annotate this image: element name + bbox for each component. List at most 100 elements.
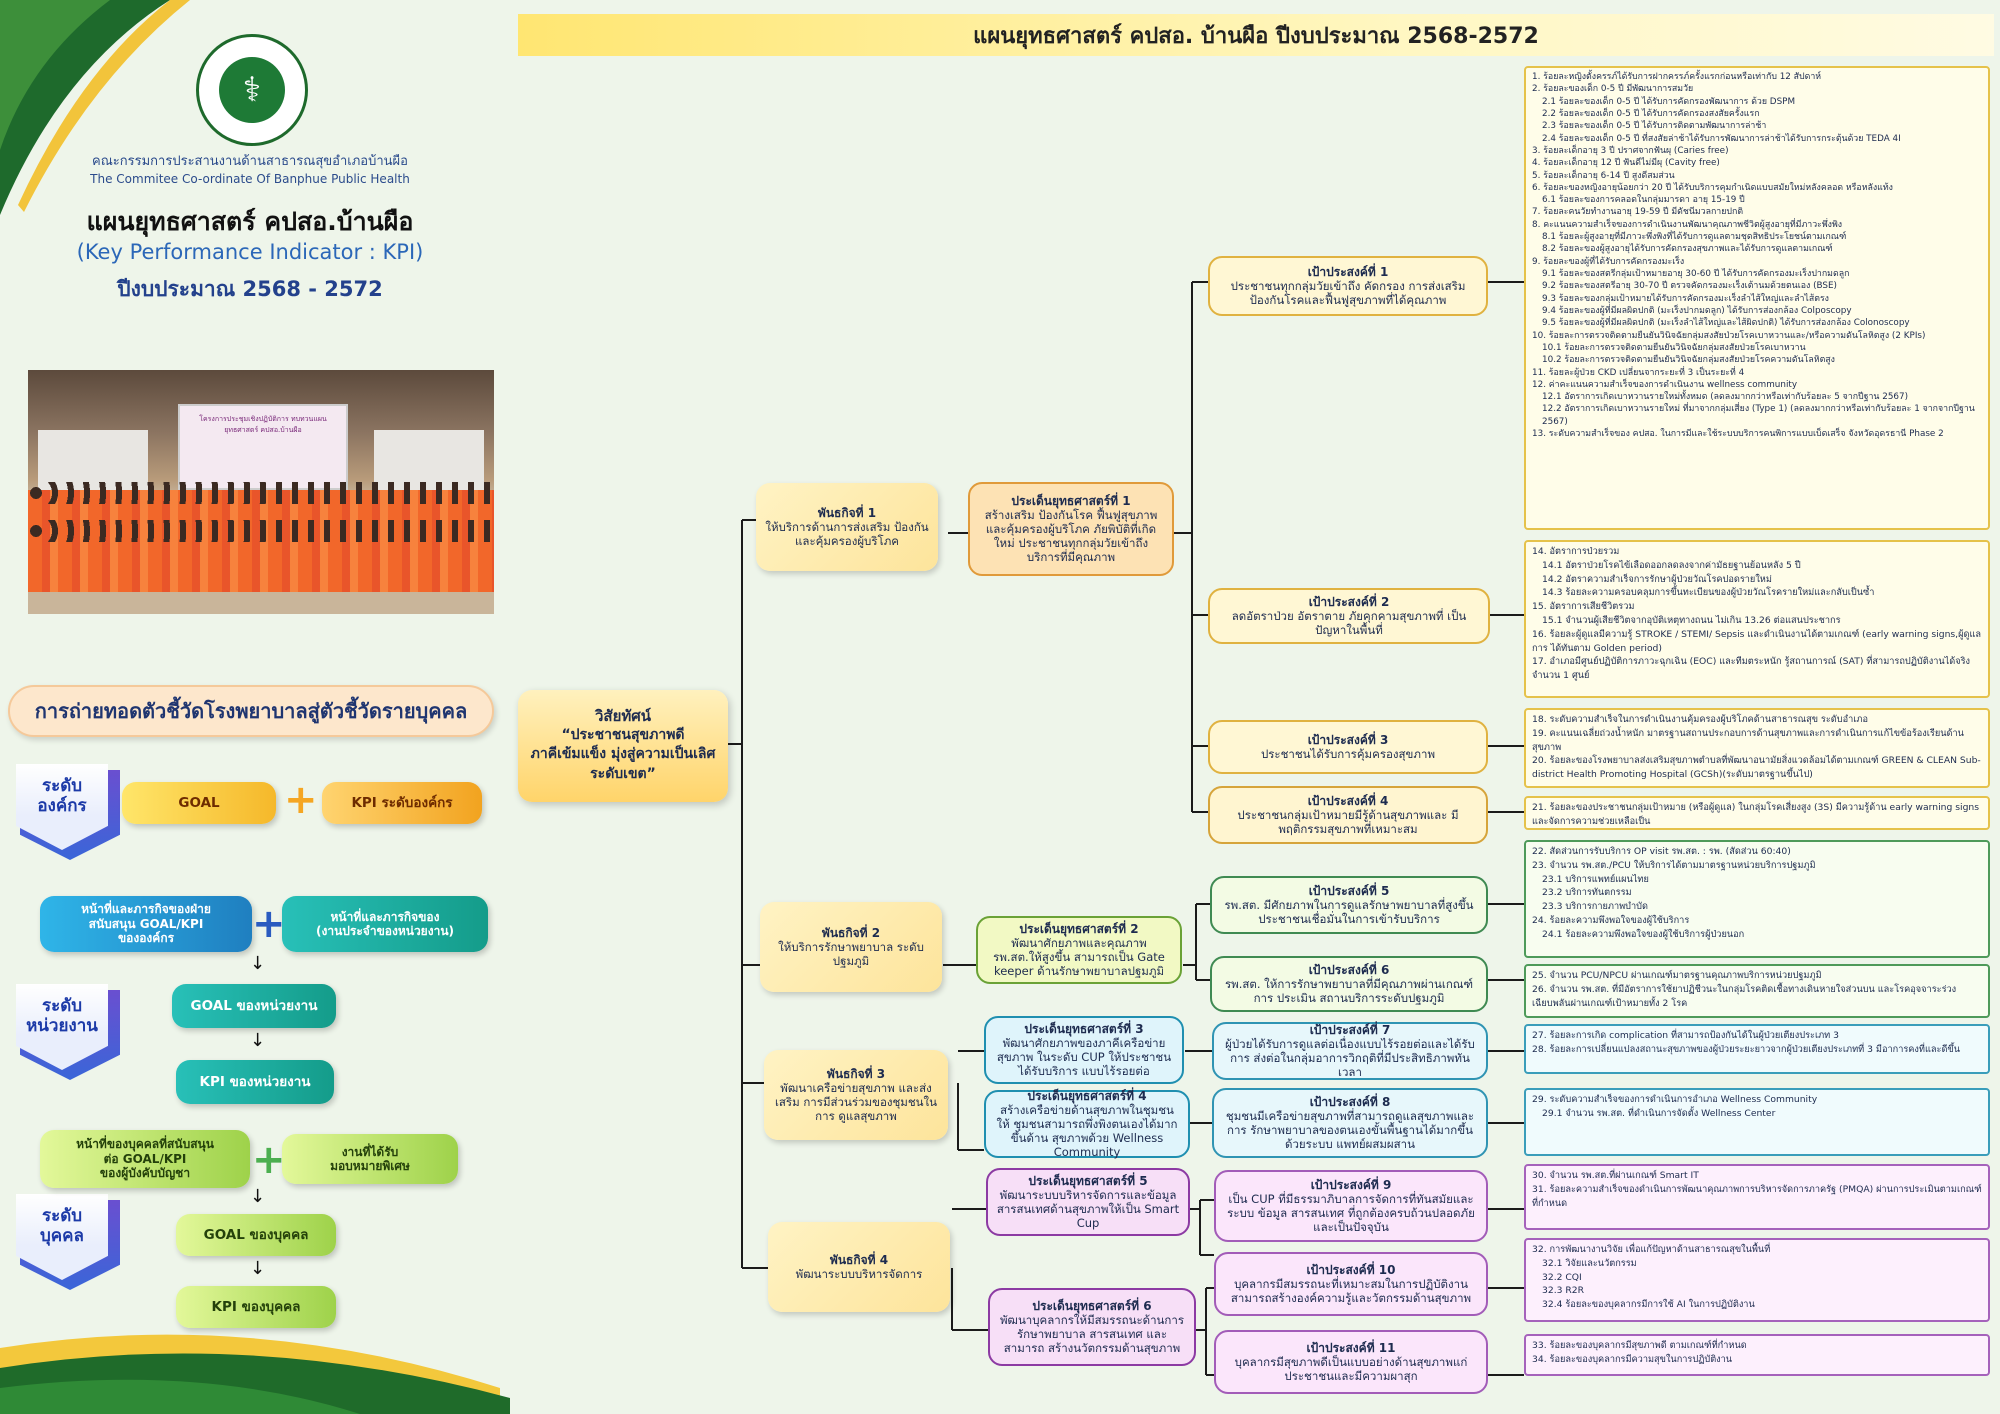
kpi-item: 24. ร้อยละความพึงพอใจของผู้ใช้บริการ [1532,914,1690,926]
kpi-item: 4. ร้อยละเด็กอายุ 12 ปี ฟันดีไม่มีผุ (Ca… [1532,158,1720,169]
kpi-subtitle: (Key Performance Indicator : KPI) [76,240,424,264]
kpi-list-11: 33. ร้อยละของบุคลากรมีสุขภาพดี ตามเกณฑ์ท… [1524,1334,1990,1376]
kpi-item: 2.3 ร้อยละของเด็ก 0-5 ปี ได้รับการติดตาม… [1542,121,1767,132]
kpi-list-6: 25. จำนวน PCU/NPCU ผ่านเกณฑ์มาตรฐานคุณภา… [1524,964,1990,1018]
kpi-item: 32.2 CQI [1542,1271,1582,1283]
person-support-pill: หน้าที่ของบุคคลที่สนับสนุน ต่อ GOAL/KPI … [40,1130,250,1188]
kpi-item: 12. ค่าคะแนนความสำเร็จของการดำเนินงาน we… [1532,379,1798,390]
kpi-item: 29.1 จำนวน รพ.สต. ที่ดำเนินการจัดตั้ง We… [1542,1107,1776,1119]
kpi-item: 9. ร้อยละของผู้ที่ได้รับการคัดกรองมะเร็ง [1532,256,1685,267]
goal-unit-pill: GOAL ของหน่วยงาน [172,984,336,1028]
kpi-item: 15.1 จำนวนผู้เสียชีวิตจากอุบัติเหตุทางถน… [1542,614,1841,626]
kpi-item: 23.2 บริการทันตกรรม [1542,887,1632,899]
kpi-item: 6. ร้อยละของหญิงอายุน้อยกว่า 20 ปี ได้รั… [1532,182,1893,193]
fiscal-years: ปีงบประมาณ 2568 - 2572 [117,277,383,301]
kpi-item: 31. ร้อยละความสำเร็จของดำเนินการพัฒนาคุณ… [1532,1183,1982,1209]
kpi-org-pill: KPI ระดับองค์กร [322,782,482,824]
plus-icon: + [252,901,286,947]
kpi-item: 14. อัตราการป่วยรวม [1532,546,1620,557]
kpi-item: 6.1 ร้อยละของการคลอดในกลุ่มมารดา อายุ 15… [1542,195,1745,206]
committee-th: คณะกรรมการประสานงานด้านสาธารณสุขอำเภอบ้า… [92,154,408,169]
committee-en: The Commitee Co-ordinate Of Banphue Publ… [90,172,410,186]
kpi-item: 9.4 ร้อยละของผู้ที่มีผลผิดปกติ (มะเร็งปา… [1542,305,1852,316]
top-left-decoration [0,0,190,215]
bottom-left-decoration [0,1334,510,1414]
kpi-item: 29. ระดับความสำเร็จของการดำเนินการอำเภอ … [1532,1094,1818,1105]
kpi-item: 16. ร้อยละผู้ดูแลมีความรู้ STROKE / STEM… [1532,628,1982,654]
kpi-item: 23. จำนวน รพ.สต./PCU ให้บริการได้ตามมาตร… [1532,859,1816,871]
down-arrow-icon: ↓ [250,1258,266,1279]
kpi-person-pill: KPI ของบุคคล [176,1286,336,1328]
kpi-item: 10.2 ร้อยละการตรวจติดตามยืนยันวินิจฉัยกล… [1542,355,1835,366]
down-arrow-icon: ↓ [250,1186,266,1207]
kpi-item: 23.1 บริการแพทย์แผนไทย [1542,873,1649,885]
vision-box: วิสัยทัศน์ “ประชาชนสุขภาพดี ภาคีเข้มแข็ง… [518,690,728,802]
kpi-item: 25. จำนวน PCU/NPCU ผ่านเกณฑ์มาตรฐานคุณภา… [1532,970,1822,981]
kpi-item: 34. ร้อยละของบุคลากรมีความสุขในการปฏิบัต… [1532,1353,1733,1365]
kpi-item: 8. คะแนนความสำเร็จของการดำเนินงานพัฒนาคุ… [1532,219,1843,230]
kpi-list-8: 29. ระดับความสำเร็จของการดำเนินการอำเภอ … [1524,1088,1990,1156]
kpi-item: 30. จำนวน รพ.สต.ที่ผ่านเกณฑ์ Smart IT [1532,1170,1699,1181]
kpi-item: 28. ร้อยละการเปลี่ยนแปลงสถานะสุขภาพของผู… [1532,1043,1960,1055]
kpi-list-9: 30. จำนวน รพ.สต.ที่ผ่านเกณฑ์ Smart IT 31.… [1524,1164,1990,1230]
header-bar: แผนยุทธศาสตร์ คปสอ. บ้านผือ ปีงบประมาณ 2… [518,14,1994,56]
kpi-item: 12.1 อัตราการเกิดเบาหวานรายใหม่ทั้งหมด (… [1542,392,1909,403]
support-duty-pill: หน้าที่และภารกิจของฝ่าย สนับสนุน GOAL/KP… [40,896,252,952]
kpi-item: 8.2 ร้อยละของผู้สูงอายุได้รับการคัดกรองส… [1542,244,1833,255]
kpi-item: 32. การพัฒนางานวิจัย เพื่อแก้ปัญหาด้านสา… [1532,1244,1771,1255]
kpi-item: 9.1 ร้อยละของสตรีกลุ่มเป้าหมายอายุ 30-60… [1542,269,1850,279]
group-photo: โครงการประชุมเชิงปฏิบัติการ ทบทวนแผนยุทธ… [28,370,494,614]
kpi-item: 22. สัดส่วนการรับบริการ OP visit รพ.สต. … [1532,846,1791,857]
kpi-item: 13. ระดับความสำเร็จของ คปสอ. ในการมีและใ… [1532,429,1944,440]
kpi-list-3: 18. ระดับความสำเร็จในการดำเนินงานคุ้มครอ… [1524,708,1990,788]
kpi-item: 27. ร้อยละการเกิด complication ที่สามารถ… [1532,1030,1839,1041]
goal-person-pill: GOAL ของบุคคล [176,1214,336,1256]
kpi-item: 7. ร้อยละคนวัยทำงานอายุ 19-59 ปี มีดัชนี… [1532,207,1744,218]
kpi-item: 2.2 ร้อยละของเด็ก 0-5 ปี ได้รับการคัดกรอ… [1542,108,1760,119]
kpi-item: 17. อำเภอมีศูนย์ปฏิบัติการภาวะฉุกเฉิน (E… [1532,656,1971,682]
kpi-item: 1. ร้อยละหญิงตั้งครรภ์ได้รับการฝากครรภ์ค… [1532,72,1822,82]
kpi-item: 23.3 บริการกายภาพบำบัด [1542,901,1648,913]
kpi-item: 2.1 ร้อยละของเด็ก 0-5 ปี ได้รับการคัดกรอ… [1542,96,1796,107]
plus-icon: + [252,1137,286,1183]
kpi-item: 8.1 ร้อยละผู้สูงอายุที่มีภาวะพึ่งพิงที่ไ… [1542,232,1847,243]
kpi-item: 10. ร้อยละการตรวจติดตามยืนยันวินิจฉัยกลุ… [1532,330,1926,341]
plan-title: แผนยุทธศาสตร์ คปสอ.บ้านผือ [86,207,414,236]
down-arrow-icon: ↓ [250,953,266,974]
kpi-item: 2. ร้อยละของเด็ก 0-5 ปี มีพัฒนาการสมวัย [1532,84,1694,95]
logo-emblem-icon: ⚕ [219,57,285,123]
kpi-item: 2.4 ร้อยละของเด็ก 0-5 ปี ที่สงสัยล่าช้าไ… [1542,133,1901,144]
kpi-item: 32.3 R2R [1542,1285,1584,1297]
kpi-list-4: 21. ร้อยละของประชาชนกลุ่มเป้าหมาย (หรือผ… [1524,796,1990,830]
kpi-item: 24.1 ร้อยละความพึงพอใจของผู้ใช้บริการผู้… [1542,928,1745,940]
kpi-list-5: 22. สัดส่วนการรับบริการ OP visit รพ.สต. … [1524,840,1990,958]
kpi-item: 5. ร้อยละเด็กอายุ 6-14 ปี สูงดีสมส่วน [1532,170,1675,181]
routine-duty-pill: หน้าที่และภารกิจของ (งานประจำของหน่วยงาน… [282,896,488,952]
kpi-item: 9.5 ร้อยละของผู้ที่มีผลผิดปกติ (มะเร็งลำ… [1542,318,1910,329]
kpi-item: 9.2 ร้อยละของสตรีอายุ 30-70 ปี ตรวจคัดกร… [1542,281,1837,292]
plus-icon: + [284,777,318,823]
kpi-list-10: 32. การพัฒนางานวิจัย เพื่อแก้ปัญหาด้านสา… [1524,1238,1990,1322]
kpi-item: 14.3 ร้อยละความครอบคลุมการขึ้นทะเบียนของ… [1542,587,1875,599]
